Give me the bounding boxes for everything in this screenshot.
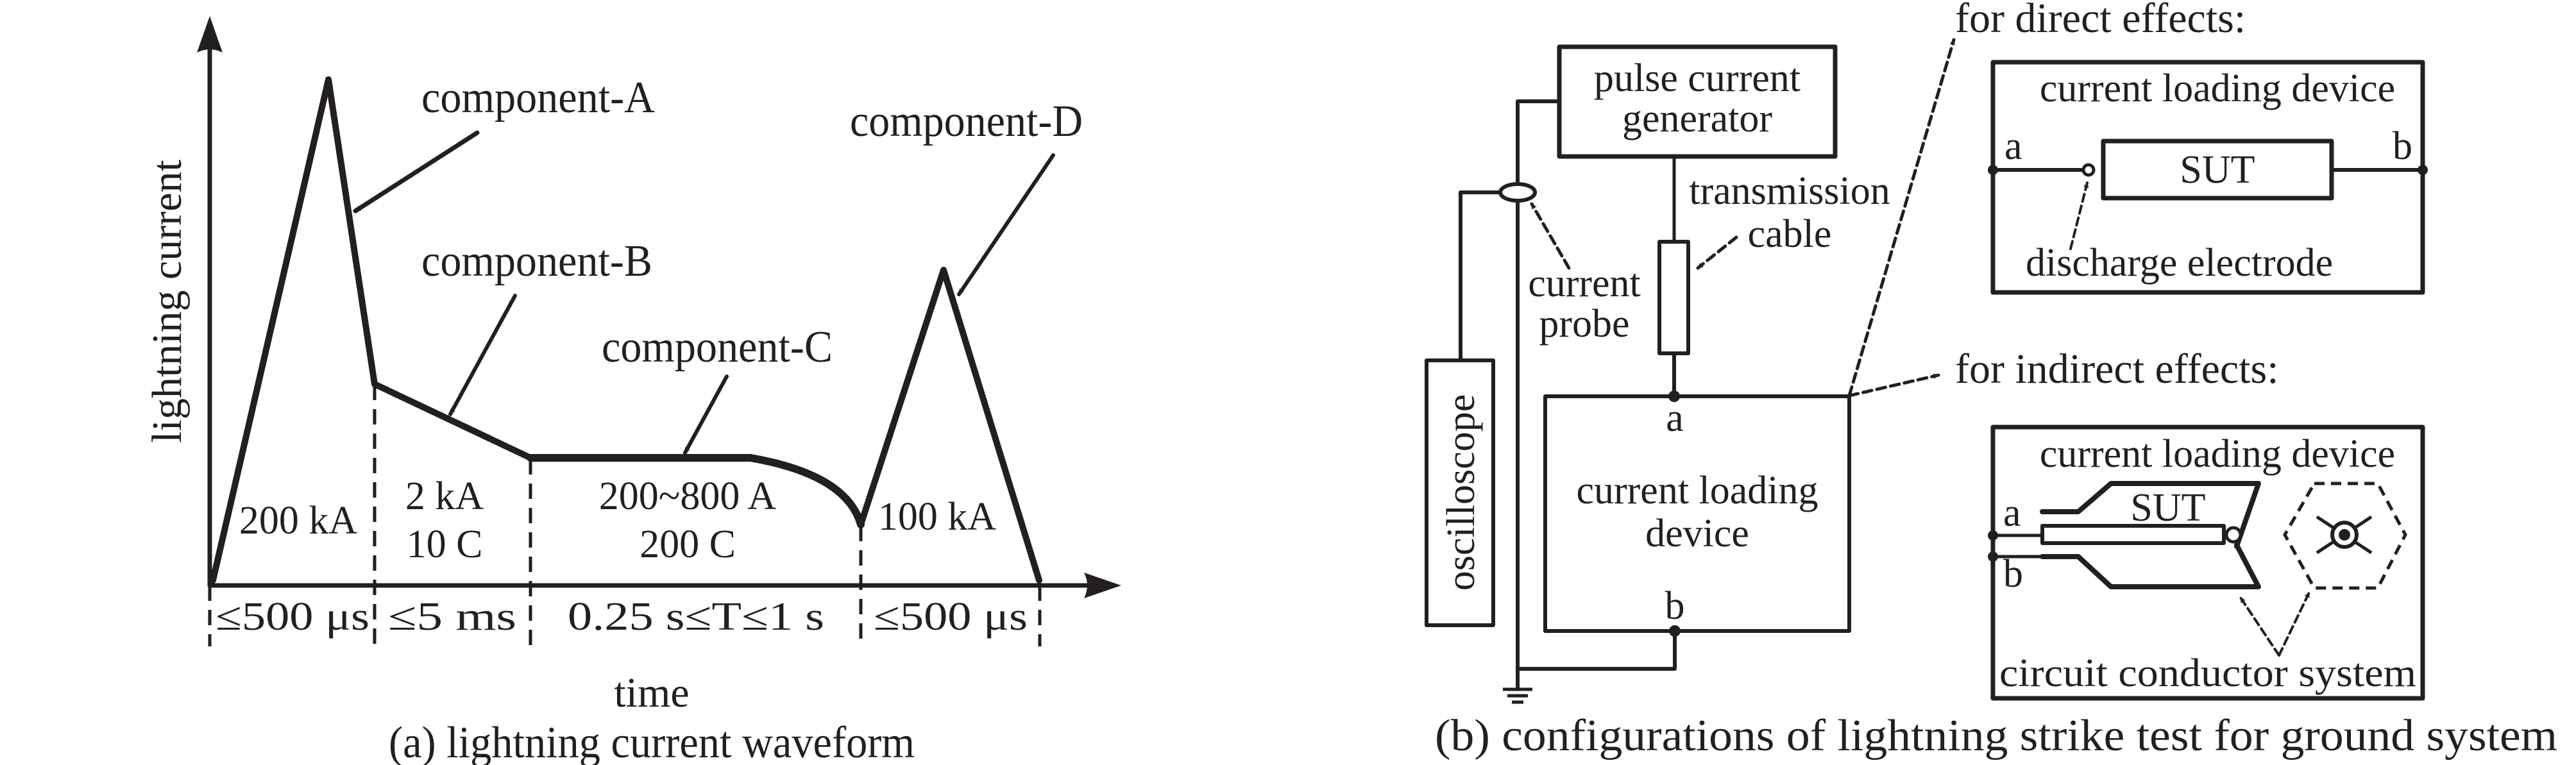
indirect-effects-heading: for indirect effects:	[1955, 346, 2279, 392]
arrow-conductor-hexagon	[2278, 591, 2310, 657]
waveform-component-a	[210, 76, 378, 584]
arrow-transmission-cable	[1696, 235, 1738, 270]
conductor-dot-icon	[2339, 529, 2350, 541]
arrow-component-b	[448, 294, 517, 416]
indirect-node-a-dot	[1988, 530, 1998, 541]
arrow-component-a	[353, 130, 480, 214]
arrow-component-c	[683, 374, 729, 455]
panel-a-waveform: component-A component-B component-C comp…	[144, 16, 1121, 765]
current-probe-label-1: current	[1528, 262, 1641, 305]
indirect-sut-inner-bar	[2040, 524, 2226, 545]
label-component-a: component-A	[421, 73, 655, 122]
interval-c: 0.25 s≤T≤1 s	[568, 595, 824, 639]
amplitude-d: 100 kA	[878, 495, 997, 539]
label-component-c: component-C	[602, 323, 833, 372]
interval-d: ≤500 μs	[874, 595, 1028, 639]
arrow-to-indirect-effects	[1847, 373, 1940, 398]
direct-sut-box	[2101, 139, 2334, 201]
indirect-node-a-label: a	[2003, 491, 2021, 535]
pointer-arrows	[353, 130, 1055, 455]
current-loading-device-label-2: device	[1645, 512, 1749, 555]
oscilloscope-box	[1425, 358, 1495, 627]
caption-a: (a) lightning current waveform	[389, 718, 915, 765]
node-a-dot	[1668, 391, 1680, 402]
charge-c: 200 C	[640, 523, 736, 566]
charge-b: 10 C	[407, 523, 483, 566]
y-axis-arrow-icon	[197, 16, 223, 53]
transmission-cable-label-1: transmission	[1689, 169, 1890, 213]
arrow-conductor-sut	[2239, 596, 2280, 657]
arrow-to-direct-effects	[1847, 38, 1956, 398]
indirect-node-b-label: b	[2003, 552, 2023, 596]
indirect-sut-label: SUT	[2130, 486, 2205, 530]
label-component-b: component-B	[421, 237, 652, 286]
indirect-sut-outline-bottom	[2040, 542, 2261, 589]
node-a-label: a	[1666, 396, 1684, 440]
wire-node-b-return	[1516, 629, 1677, 671]
amplitude-c: 200~800 A	[599, 475, 777, 518]
interval-dividers	[208, 385, 1042, 646]
current-loading-device-box	[1543, 394, 1851, 633]
arrow-component-d	[957, 153, 1055, 296]
direct-node-b-label: b	[2393, 124, 2412, 168]
indirect-loading-device-box	[1990, 425, 2425, 701]
node-b-dot	[1669, 625, 1681, 637]
waveform-component-b	[371, 381, 534, 461]
direct-effects-heading: for direct effects:	[1955, 0, 2246, 42]
x-axis-label: time	[614, 669, 689, 716]
wire-probe-to-oscilloscope	[1459, 190, 1502, 362]
waveform-component-c	[527, 454, 865, 528]
direct-node-b-dot	[2418, 165, 2428, 175]
circuit-conductor-label: circuit conductor system	[1999, 652, 2416, 695]
direct-node-a-dot	[1988, 165, 1998, 175]
wire-generator-to-ground	[1516, 99, 1561, 691]
discharge-electrode-label: discharge electrode	[2026, 241, 2333, 285]
interval-a: ≤500 μs	[216, 595, 369, 639]
y-axis-label: lightning current	[144, 160, 191, 443]
pulse-generator-label-2: generator	[1622, 97, 1772, 140]
conductor-hexagon-icon	[2283, 482, 2407, 590]
direct-box-title: current loading device	[2040, 67, 2395, 110]
label-component-d: component-D	[850, 97, 1083, 146]
direct-node-a-label: a	[2004, 124, 2022, 168]
x-axis-arrow-icon	[1084, 573, 1121, 598]
current-probe-label-2: probe	[1539, 302, 1629, 346]
discharge-electrode-icon	[2081, 163, 2096, 177]
arrow-discharge-electrode	[2069, 181, 2089, 250]
node-b-label: b	[1665, 584, 1685, 628]
current-loading-device-label-1: current loading	[1576, 469, 1818, 512]
direct-sut-label: SUT	[2180, 148, 2255, 192]
transmission-cable-icon	[1657, 240, 1690, 355]
interval-b: ≤5 ms	[388, 595, 516, 639]
oscilloscope-label: oscilloscope	[1439, 394, 1483, 591]
ground-icon	[1503, 687, 1532, 704]
current-probe-icon	[1498, 182, 1537, 203]
waveform-component-d	[858, 267, 1042, 584]
indirect-sut-outline-top	[2040, 481, 2261, 549]
arrow-current-probe	[1530, 202, 1571, 270]
caption-b: (b) configurations of lightning strike t…	[1435, 711, 2557, 761]
indirect-electrode-icon	[2224, 526, 2242, 544]
amplitude-b: 2 kA	[405, 475, 484, 518]
indirect-box-title: current loading device	[2040, 432, 2395, 476]
panel-b-configuration: pulse current generator current probe tr…	[1425, 0, 2557, 761]
direct-loading-device-box	[1990, 60, 2425, 295]
indirect-node-b-dot	[1988, 551, 1998, 562]
pulse-generator-label-1: pulse current	[1594, 56, 1801, 100]
amplitude-a: 200 kA	[239, 499, 358, 542]
transmission-cable-label-2: cable	[1748, 212, 1832, 256]
